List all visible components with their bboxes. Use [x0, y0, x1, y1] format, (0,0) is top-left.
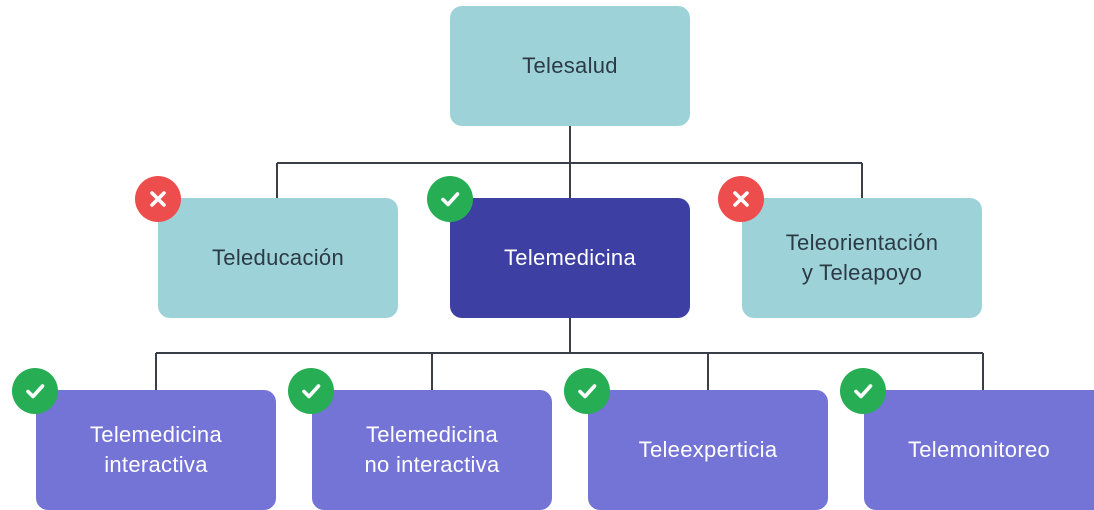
rejected-badge-teleorientacion: [718, 176, 764, 222]
rejected-badge-teleducacion: [135, 176, 181, 222]
node-label: Telemonitoreo: [907, 437, 1051, 462]
node-label: Telemedicina: [503, 245, 636, 270]
approved-badge-teleexperticia: [564, 368, 610, 414]
node-label-line2: y Teleapoyo: [801, 260, 923, 285]
approved-badge-telemonitoreo: [840, 368, 886, 414]
node-label: Teleexperticia: [638, 437, 778, 462]
node-telesalud: Telesalud: [450, 6, 690, 126]
node-label-line1: Telemedicina: [365, 422, 498, 447]
node-telemedicina: Telemedicina: [450, 198, 690, 318]
check-icon: [578, 384, 597, 399]
node-teleducacion: Teleducación: [158, 198, 398, 318]
node-telemedicina-interactiva: Telemedicina interactiva: [36, 390, 276, 510]
node-label: Teleducación: [211, 245, 345, 270]
x-icon: [733, 191, 749, 207]
approved-badge-telemedicina: [427, 176, 473, 222]
node-label-line1: Teleorientación: [785, 230, 939, 255]
node-label-line2: interactiva: [104, 452, 208, 477]
check-icon: [854, 384, 873, 399]
node-telemedicina-no-interactiva: Telemedicina no interactiva: [312, 390, 552, 510]
node-label-line2: no interactiva: [364, 452, 500, 477]
approved-badge-interactiva: [12, 368, 58, 414]
check-icon: [26, 384, 45, 399]
node-teleexperticia: Teleexperticia: [588, 390, 828, 510]
check-icon: [441, 192, 460, 207]
node-label: Telesalud: [522, 53, 618, 78]
x-icon: [150, 191, 166, 207]
node-teleorientacion: Teleorientación y Teleapoyo: [742, 198, 982, 318]
node-telemonitoreo: Telemonitoreo: [864, 390, 1094, 510]
approved-badge-no-interactiva: [288, 368, 334, 414]
check-icon: [302, 384, 321, 399]
node-label-line1: Telemedicina: [89, 422, 222, 447]
